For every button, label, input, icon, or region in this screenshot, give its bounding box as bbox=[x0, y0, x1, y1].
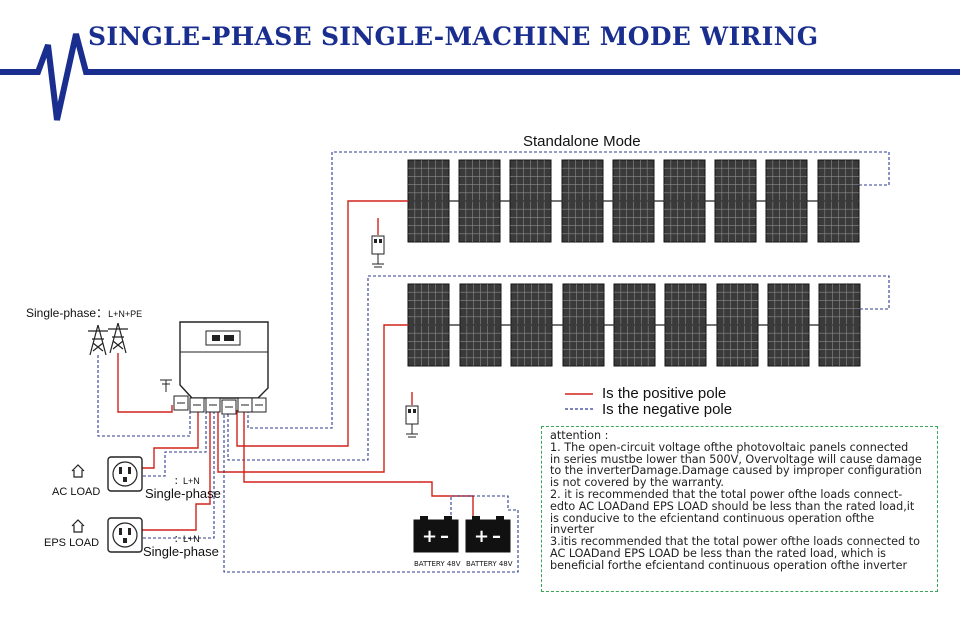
attention-line: 1. The open-circuit voltage ofthe photov… bbox=[550, 440, 909, 454]
eps-load-live-wire bbox=[133, 410, 211, 531]
house-icon bbox=[71, 519, 85, 533]
ac-load-live-wire bbox=[133, 410, 199, 469]
inverter-display-segment bbox=[224, 335, 234, 341]
ac-load-neutral-wire bbox=[133, 410, 207, 477]
pv2-negative-wire bbox=[227, 275, 890, 461]
pv2-positive-wire bbox=[217, 324, 408, 473]
grid-label-text: Single-phase： bbox=[26, 306, 109, 320]
grid-spec: L+N+PE bbox=[108, 309, 143, 319]
legend-positive: Is the positive pole bbox=[602, 385, 727, 402]
mode-label: Standalone Mode bbox=[523, 133, 641, 150]
battery-plus-icon: + bbox=[422, 526, 437, 547]
inverter-display bbox=[205, 330, 241, 346]
battery-negative-wire bbox=[223, 410, 519, 573]
house-icon bbox=[71, 464, 85, 478]
attention-line: to the inverterDamage.Damage caused by i… bbox=[550, 464, 922, 478]
pv-string-1 bbox=[407, 159, 860, 243]
battery-label: BATTERY 48V bbox=[414, 560, 461, 568]
battery-body bbox=[413, 519, 459, 553]
grid-label: Single-phase：L+N+PE bbox=[26, 304, 142, 321]
battery-terminal bbox=[496, 516, 504, 520]
pv-string-2 bbox=[407, 283, 861, 367]
ac-load-phase: Single-phase bbox=[145, 486, 221, 501]
power-tower-icon bbox=[108, 322, 128, 354]
grid-live-wire bbox=[117, 353, 173, 413]
battery-terminal bbox=[444, 516, 452, 520]
attention-line: in series mustbe lower than 500V, Overvo… bbox=[550, 452, 922, 466]
ac-load-terminals: ：L+N bbox=[174, 476, 200, 486]
page-title: SINGLE-PHASE SINGLE-MACHINE MODE WIRING bbox=[88, 22, 819, 51]
eps-load-label: EPS LOAD bbox=[44, 537, 100, 549]
header-pulse-line bbox=[0, 33, 960, 121]
pv1-negative-wire bbox=[247, 151, 890, 429]
dc-breaker bbox=[371, 235, 385, 255]
eps-load-terminals: ：L+N bbox=[174, 534, 200, 544]
pv1-positive-wire bbox=[236, 200, 408, 447]
devices: +–BATTERY 48V+–BATTERY 48V bbox=[71, 235, 513, 568]
inverter-display-segment bbox=[212, 335, 220, 341]
ac-load-label: AC LOAD bbox=[52, 486, 101, 498]
attention-line: 2. it is recommended that the total powe… bbox=[550, 487, 903, 501]
dc-breaker bbox=[405, 405, 419, 425]
power-tower-icon bbox=[88, 324, 108, 356]
battery-label: BATTERY 48V bbox=[466, 560, 513, 568]
battery-positive-wire bbox=[243, 410, 474, 520]
wires bbox=[97, 151, 890, 573]
battery-plus-icon: + bbox=[474, 526, 489, 547]
attention-line: is conducive to the efcientand continuou… bbox=[550, 511, 875, 525]
attention-line: AC LOADand EPS LOAD be less than the rat… bbox=[550, 546, 887, 560]
attention-heading: attention : bbox=[550, 429, 609, 442]
battery-minus-icon: – bbox=[440, 526, 449, 547]
battery-terminal bbox=[472, 516, 480, 520]
attention-line: inverter bbox=[550, 523, 595, 537]
eps-load-neutral-wire bbox=[133, 410, 215, 539]
battery-minus-icon: – bbox=[492, 526, 501, 547]
battery-body bbox=[465, 519, 511, 553]
legend-negative: Is the negative pole bbox=[602, 401, 733, 418]
eps-load-phase: Single-phase bbox=[143, 544, 219, 559]
attention-line: edto AC LOADand EPS LOAD should be less … bbox=[550, 499, 915, 513]
attention-box: attention : 1. The open-circuit voltage … bbox=[541, 426, 938, 592]
attention-line: beneficial forthe efcientand continuous … bbox=[550, 558, 908, 572]
attention-line: is not covered by the warranty. bbox=[550, 476, 724, 490]
battery-terminal bbox=[420, 516, 428, 520]
grid-neutral-wire bbox=[97, 355, 191, 437]
attention-line: 3.itis recommended that the total power … bbox=[550, 535, 920, 549]
